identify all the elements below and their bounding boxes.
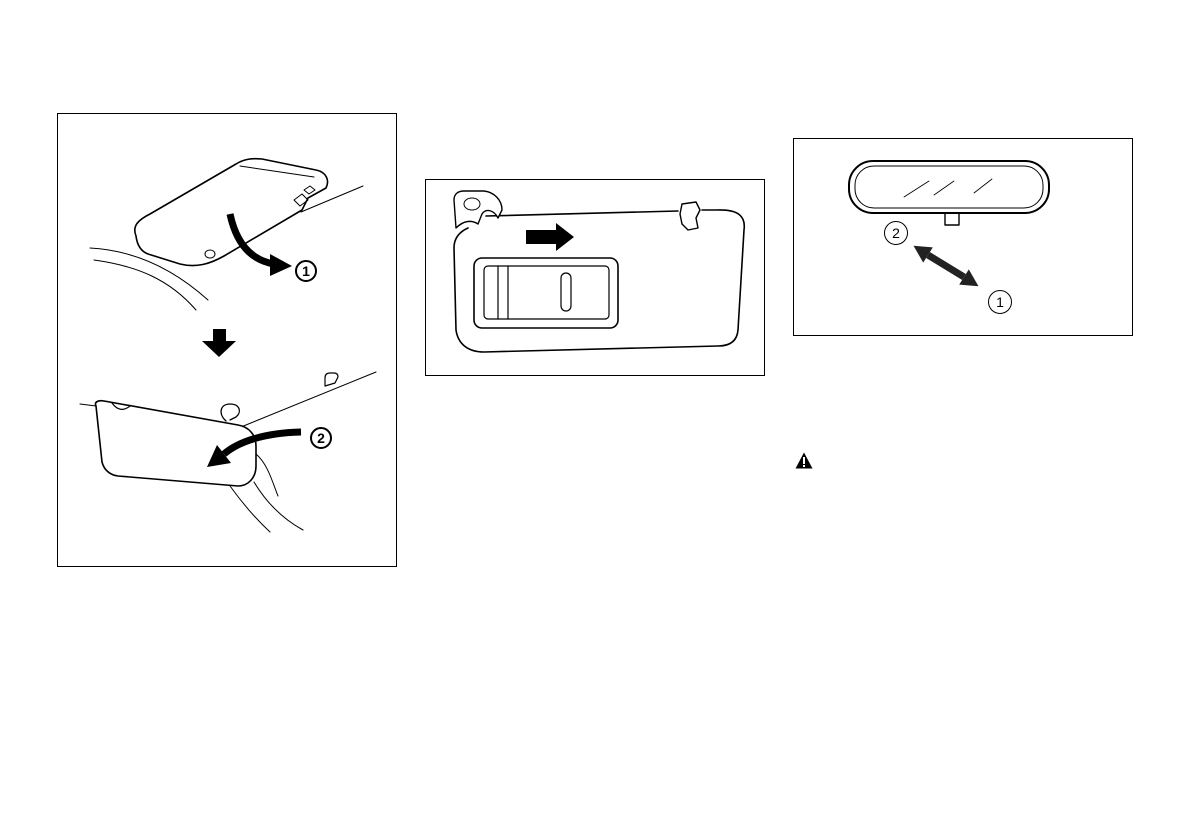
- rearview-mirror-glass: [855, 166, 1043, 208]
- rearview-mirror-illustration: [794, 139, 1132, 335]
- callout-2: 2: [310, 427, 332, 449]
- glass-reflection-line: [934, 181, 954, 195]
- glass-reflection-line: [974, 179, 992, 193]
- warning-icon: [795, 452, 813, 469]
- rearview-mirror-housing: [849, 161, 1049, 213]
- a-pillar-line: [230, 486, 270, 532]
- double-arrow-icon: [914, 246, 979, 287]
- headliner-line: [80, 404, 96, 406]
- vanity-mirror-figure: [425, 179, 765, 376]
- vanity-mirror-illustration: [426, 180, 764, 375]
- callout-1: 1: [295, 260, 317, 282]
- a-pillar-line: [94, 260, 196, 310]
- down-arrow-icon: [202, 329, 236, 357]
- callout-1: 1: [988, 290, 1012, 314]
- sun-visor-lowered: [95, 401, 256, 486]
- cover-slider-slot: [561, 273, 571, 311]
- visor-clip-right: [680, 202, 700, 230]
- rearview-mirror-figure: 2 1: [793, 138, 1133, 336]
- a-pillar-line: [254, 482, 303, 530]
- headliner-line: [241, 372, 376, 427]
- callout-2: 2: [884, 221, 908, 245]
- vanity-mirror-frame: [484, 266, 609, 319]
- visor-clip: [221, 404, 239, 421]
- warning-triangle: [795, 452, 813, 469]
- visor-clip-left: [454, 191, 502, 228]
- right-arrow-icon: [526, 223, 574, 251]
- vanity-mirror-cover: [474, 258, 618, 328]
- visor-hook: [325, 373, 338, 386]
- sun-visor-figure: 1 2: [57, 113, 397, 567]
- mirror-stem: [945, 213, 959, 225]
- sun-visor-illustration: [58, 114, 396, 566]
- glass-reflection-line: [904, 181, 929, 197]
